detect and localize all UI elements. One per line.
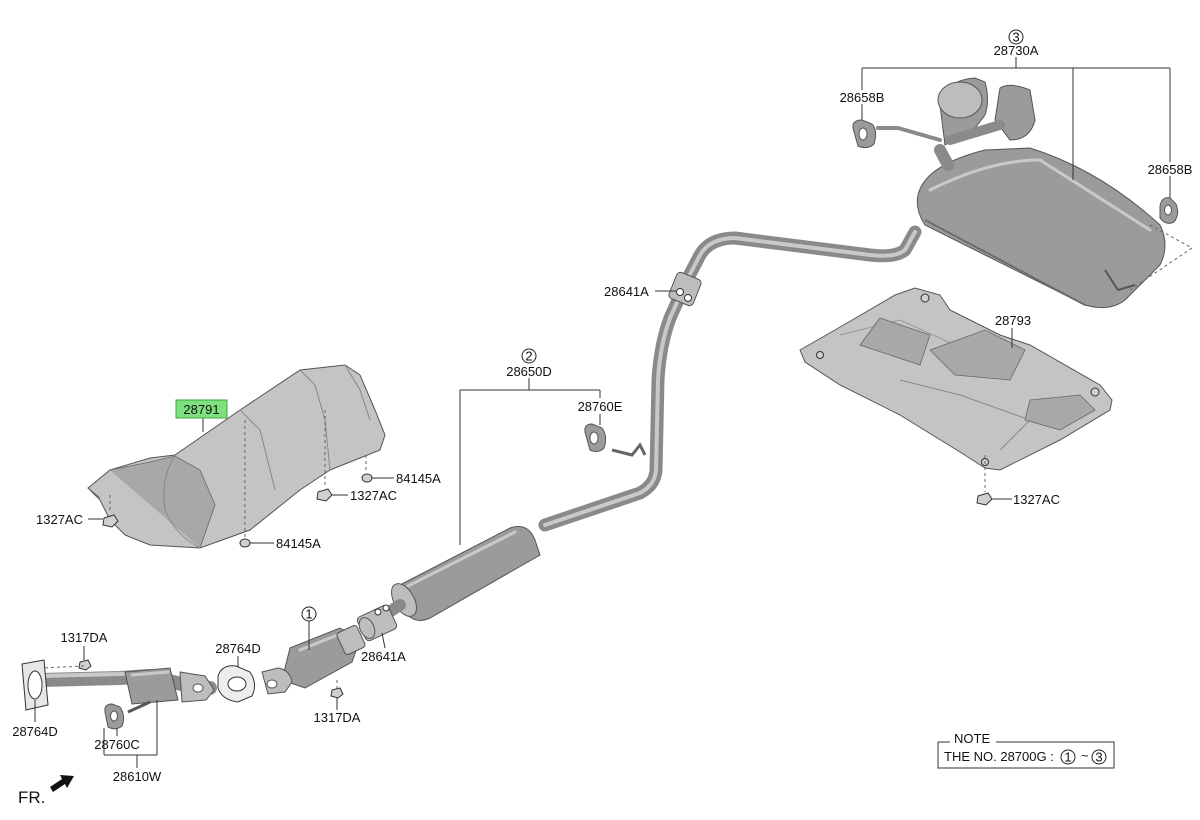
label-1317da-left[interactable]: 1317DA [61,630,108,645]
nut-1327ac-mid[interactable] [316,488,333,502]
hanger-rubber-28760e[interactable] [584,423,647,457]
label-28764d-left[interactable]: 28764D [12,724,58,739]
ref-marker-3: 3 [1008,29,1024,45]
label-28730a[interactable]: 28730A [994,43,1039,58]
note-marker-from [1060,749,1076,765]
label-1327ac-right[interactable]: 1327AC [1013,492,1060,507]
label-28650d[interactable]: 28650D [506,364,552,379]
label-28658b-right[interactable]: 28658B [1148,162,1193,177]
label-1327ac-left[interactable]: 1327AC [36,512,83,527]
pipe-clamp-28641a-lower[interactable] [356,604,398,642]
label-28610w[interactable]: 28610W [113,769,162,784]
nut-1327ac-right[interactable] [976,492,993,506]
label-28641a-upper[interactable]: 28641A [604,284,649,299]
label-28760e[interactable]: 28760E [578,399,623,414]
note-separator: ~ [1081,748,1089,763]
note-text: THE NO. 28700G : [944,749,1054,764]
under-cover-28793[interactable] [799,287,1113,471]
gasket-28764d-mid[interactable] [217,665,256,703]
label-28764d-mid[interactable]: 28764D [215,641,261,656]
svg-text:3: 3 [1012,30,1019,45]
clip-84145a-upper[interactable] [361,473,373,483]
ref-marker-1: 1 [301,606,317,622]
clip-84145a-lower[interactable] [239,538,251,548]
note-title: NOTE [954,731,990,746]
heat-protector-28791[interactable] [87,364,386,549]
label-28793[interactable]: 28793 [995,313,1031,328]
front-direction-indicator: FR. [18,775,74,807]
hanger-rubber-28658b-right[interactable] [1159,197,1179,224]
front-pipe-28610w[interactable] [33,667,217,705]
front-catalytic-converter[interactable] [261,624,366,695]
svg-text:2: 2 [525,349,532,364]
note-marker-to [1091,749,1107,765]
label-28760c[interactable]: 28760C [94,737,140,752]
nut-1327ac-left[interactable] [102,514,119,528]
nut-1317da-right[interactable] [330,687,344,699]
svg-text:1: 1 [305,607,312,622]
gasket-28764d-left[interactable] [21,659,49,711]
rear-muffler-assembly[interactable] [876,77,1166,309]
note-box: NOTE THE NO. 28700G : 1 ~ 3 [937,731,1115,769]
label-1327ac-mid[interactable]: 1327AC [350,488,397,503]
label-84145a-lower[interactable]: 84145A [276,536,321,551]
ref-marker-2: 2 [521,348,537,364]
hanger-rubber-28658b-left[interactable] [852,119,877,149]
svg-text:28791: 28791 [183,402,219,417]
label-28658b-left[interactable]: 28658B [840,90,885,105]
hanger-rubber-28760c[interactable] [104,700,151,730]
label-1317da-right[interactable]: 1317DA [314,710,361,725]
front-arrow-icon [50,775,74,792]
nut-1317da-left[interactable] [78,659,92,671]
svg-text:3: 3 [1095,750,1102,765]
label-28641a-lower[interactable]: 28641A [361,649,406,664]
front-direction-label: FR. [18,788,45,807]
label-28791-highlighted[interactable]: 28791 [175,399,228,419]
svg-text:1: 1 [1064,750,1071,765]
pipe-clamp-28641a-upper[interactable] [668,271,703,307]
label-84145a-upper[interactable]: 84145A [396,471,441,486]
